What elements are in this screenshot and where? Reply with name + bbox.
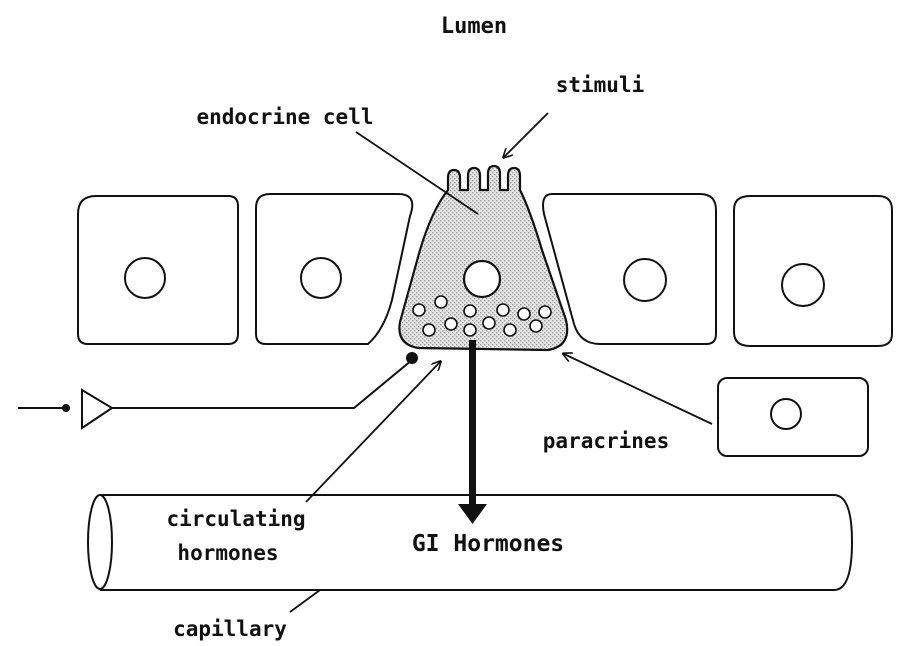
gi-hormones-arrow — [458, 340, 487, 524]
stimuli-label: stimuli — [556, 73, 645, 97]
paracrine-cell — [718, 378, 868, 456]
nerve-terminal — [18, 352, 418, 428]
epithelial-cell-3 — [543, 194, 716, 344]
nucleus-1 — [125, 258, 165, 298]
endocrine-cell — [399, 166, 567, 350]
nucleus-4 — [782, 264, 824, 306]
epithelial-cell-1 — [78, 196, 238, 344]
epithelial-cell-4 — [734, 196, 892, 346]
hormones-label: hormones — [177, 541, 278, 565]
endocrine-cell-label: endocrine cell — [196, 105, 373, 129]
capillary-label: capillary — [173, 617, 287, 641]
gi-hormones-label: GI Hormones — [412, 531, 564, 557]
paracrine-nucleus — [771, 399, 801, 429]
capillary-opening — [88, 495, 112, 589]
endocrine-nucleus — [464, 261, 500, 297]
circulating-label: circulating — [166, 507, 305, 531]
nucleus-3 — [624, 259, 666, 301]
paracrines-arrow — [564, 354, 712, 424]
paracrines-label: paracrines — [543, 429, 669, 453]
lumen-label: Lumen — [441, 14, 507, 39]
epithelial-cell-2 — [256, 194, 412, 344]
circulating-hormones-arrow — [306, 362, 440, 502]
capillary-pointer-line — [290, 590, 320, 612]
nucleus-2 — [301, 258, 341, 298]
stimuli-arrow — [504, 113, 548, 157]
